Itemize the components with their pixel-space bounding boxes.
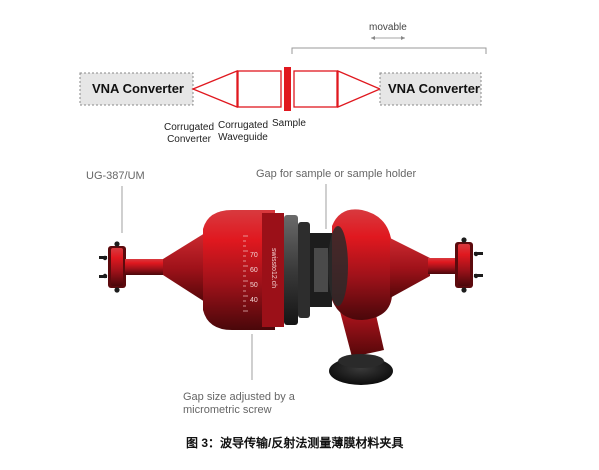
right-taper-cone — [390, 238, 430, 298]
corrugated-converter-left-shape — [191, 70, 238, 108]
movable-arrow-right-head — [401, 36, 405, 40]
grey-ring-2 — [298, 222, 310, 318]
left-flange-face — [111, 248, 123, 286]
micrometer-drum — [203, 210, 275, 330]
gap-size-label: Gap size adjusted by a micrometric screw — [183, 391, 295, 417]
vna-converter-right-label: VNA Converter — [388, 81, 480, 96]
fixture-illustration: 70 60 50 40 swissto12.ch — [99, 184, 483, 385]
movable-arrow-left-head — [371, 36, 375, 40]
sample-shape — [284, 67, 291, 111]
corrugated-converter-line-1: Corrugated — [164, 122, 215, 133]
right-flange-face — [458, 244, 470, 286]
scale-number-40: 40 — [250, 297, 258, 304]
scale-number-70: 70 — [250, 252, 258, 259]
right-waveguide-tube — [428, 258, 456, 274]
right-housing-face — [328, 226, 348, 306]
brand-band — [262, 213, 284, 327]
scale-number-50: 50 — [250, 282, 258, 289]
scale-number-60: 60 — [250, 267, 258, 274]
movable-label: movable — [369, 22, 407, 33]
sample-label: Sample — [272, 118, 306, 129]
gap-inner-block — [314, 248, 328, 292]
movable-bracket — [291, 47, 487, 54]
gap-size-line-1: Gap size adjusted by a — [183, 391, 295, 403]
brand-text: swissto12.ch — [270, 248, 277, 288]
vna-converter-left-label: VNA Converter — [92, 81, 184, 96]
corrugated-waveguide-right-shape — [293, 70, 338, 108]
corrugated-waveguide-label: Corrugated Waveguide — [218, 120, 268, 144]
left-waveguide-tube — [125, 259, 163, 275]
corrugated-waveguide-line-1: Corrugated — [218, 120, 269, 131]
corrugated-converter-right-shape — [337, 70, 382, 108]
corrugated-converter-label: Corrugated Converter — [164, 122, 214, 146]
gap-sample-label: Gap for sample or sample holder — [256, 168, 417, 180]
left-flange-bolts — [99, 241, 120, 293]
schematic-diagram — [79, 36, 487, 111]
corrugated-converter-line-2: Converter — [167, 134, 211, 145]
right-housing — [332, 209, 392, 320]
gap-size-line-2: micrometric screw — [183, 404, 272, 416]
corrugated-waveguide-line-2: Waveguide — [218, 132, 268, 143]
left-taper-cone — [163, 233, 205, 302]
ug-387-label: UG-387/UM — [86, 170, 145, 182]
micrometer-scale-ticks — [243, 235, 248, 312]
vna-converter-right-box — [379, 72, 482, 106]
corrugated-waveguide-left-shape — [237, 70, 282, 108]
grey-ring-1 — [284, 215, 298, 325]
fixture-foot-top — [338, 354, 384, 368]
right-flange-bolts — [461, 237, 483, 293]
figure-caption: 图 3：波导传输/反射法测量薄膜材料夹具 — [186, 436, 404, 450]
